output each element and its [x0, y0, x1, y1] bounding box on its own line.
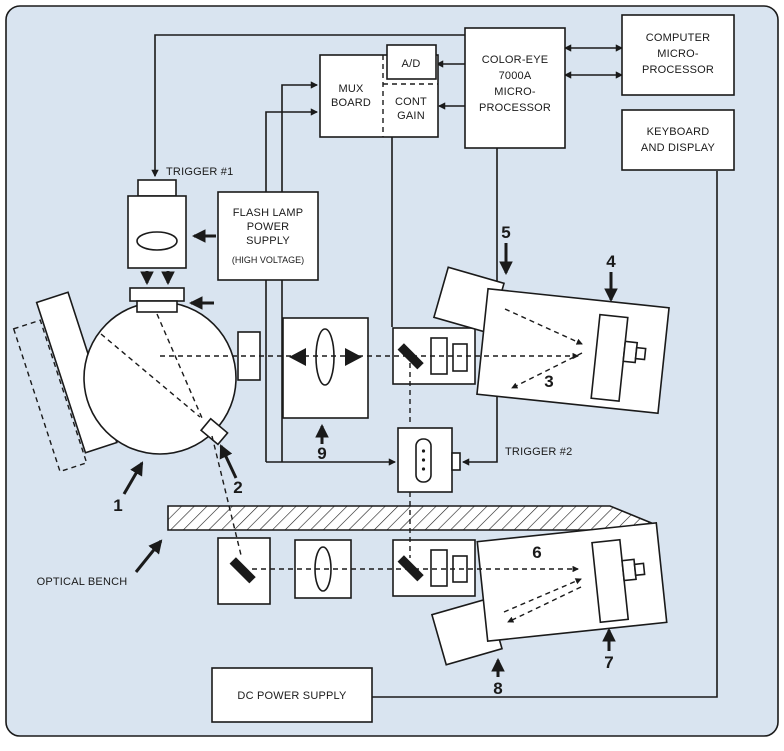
- color-eye-label-2: 7000A: [499, 70, 532, 82]
- trigger2-detector: [397, 427, 461, 493]
- number-8: 8: [493, 679, 502, 698]
- color-eye-label-3: MICRO-: [494, 86, 536, 98]
- gain-label: GAIN: [397, 110, 425, 122]
- beam-spectro6-in: [503, 578, 582, 613]
- ad-converter-box: [386, 44, 437, 80]
- mux-label-2: BOARD: [331, 97, 371, 109]
- wire-trigger1: [151, 34, 465, 178]
- keyboard-label-1: KEYBOARD: [647, 126, 710, 138]
- flash-ps-label-1: FLASH LAMP: [233, 207, 303, 219]
- filter-1: [430, 549, 448, 587]
- number-5: 5: [501, 223, 510, 242]
- keyboard-display-box: [621, 109, 735, 171]
- flash-lamp-power-supply-box: [217, 191, 319, 281]
- lower-fold-mirror: [217, 537, 271, 605]
- color-eye-label-1: COLOR-EYE: [482, 54, 549, 66]
- ad-label: A/D: [402, 58, 421, 70]
- dc-ps-label: DC POWER SUPPLY: [237, 690, 347, 702]
- wire-mux-input-2: [265, 108, 319, 462]
- grating-connector: [621, 558, 637, 582]
- detector-connector: [451, 452, 461, 471]
- sample-plate-dashed: [12, 319, 88, 473]
- lens: [315, 328, 335, 386]
- arrow-label-2: [219, 444, 238, 479]
- arrow-label-1: [122, 461, 144, 495]
- optical-bench: [167, 505, 658, 531]
- flash-ps-label-4: (HIGH VOLTAGE): [232, 255, 304, 265]
- arrow-optical-bench: [134, 539, 163, 573]
- computer-box: [621, 14, 735, 96]
- signal-wires: [151, 34, 718, 698]
- number-4: 4: [606, 252, 616, 271]
- light-beams: [100, 308, 583, 623]
- lens-move-right-icon: [345, 348, 362, 366]
- beam-sphere-1: [156, 313, 203, 419]
- number-1: 1: [113, 496, 122, 515]
- filter-2: [452, 343, 468, 372]
- sphere-top-port-outer: [129, 287, 185, 302]
- beam-sphere-2: [100, 333, 201, 418]
- number-9: 9: [317, 444, 326, 463]
- sphere-port-2: [199, 417, 229, 446]
- color-eye-processor-box: [464, 27, 566, 149]
- flash-ps-label-3: SUPPLY: [246, 235, 290, 247]
- sphere-top-port-inner: [136, 300, 178, 313]
- mirror: [229, 557, 256, 584]
- flash-lamp-assembly: [127, 179, 187, 269]
- detector-dot: [421, 449, 426, 453]
- number-6: 6: [532, 543, 541, 562]
- lamp-trigger-cap: [137, 179, 177, 197]
- optical-bench-label: OPTICAL BENCH: [37, 576, 128, 588]
- lens-move-left-icon: [289, 348, 306, 366]
- grating-connector: [634, 346, 647, 361]
- zoom-lens-assembly: [282, 317, 369, 419]
- number-2: 2: [233, 478, 242, 497]
- wire-trigger2: [461, 148, 498, 466]
- bench-hatch: [167, 505, 658, 531]
- color-eye-label-4: PROCESSOR: [479, 102, 551, 114]
- keyboard-label-2: AND DISPLAY: [641, 142, 716, 154]
- flash-ps-label-2: POWER: [247, 221, 290, 233]
- wire-dc-power: [372, 171, 718, 698]
- spectrograph-3: [476, 287, 670, 415]
- spectrograph-housing: [476, 521, 668, 643]
- mux-label-1: MUX: [338, 83, 364, 95]
- number-3: 3: [544, 372, 553, 391]
- trigger1-label: TRIGGER #1: [166, 166, 233, 178]
- lower-lens-assembly: [294, 539, 352, 599]
- beam-spectro6-out: [507, 586, 582, 623]
- flash-lamp: [136, 231, 178, 251]
- spectrograph-6: [476, 521, 668, 643]
- grating-connector: [633, 562, 646, 577]
- number-7: 7: [604, 653, 613, 672]
- beam-sphere-to-bench: [211, 435, 242, 556]
- wire-mux-input-1: [281, 81, 319, 462]
- mirror: [397, 555, 424, 582]
- computer-label-3: PROCESSOR: [642, 64, 714, 76]
- detector-dot: [421, 467, 426, 471]
- text-labels: MUX BOARD A/D CONT GAIN COLOR-EYE 7000A …: [37, 32, 716, 702]
- computer-label-1: COMPUTER: [646, 32, 711, 44]
- detector-dot: [421, 458, 426, 462]
- computer-label-2: MICRO-: [657, 48, 699, 60]
- lower-beamsplitter: [392, 539, 476, 597]
- beam-spectro3-out: [511, 352, 583, 389]
- pointer-arrows: [122, 229, 618, 677]
- dc-power-supply-box: [211, 667, 373, 723]
- trigger2-label: TRIGGER #2: [505, 446, 572, 458]
- mirror: [397, 343, 424, 370]
- cont-label: CONT: [395, 96, 427, 108]
- grating-connector: [622, 340, 639, 364]
